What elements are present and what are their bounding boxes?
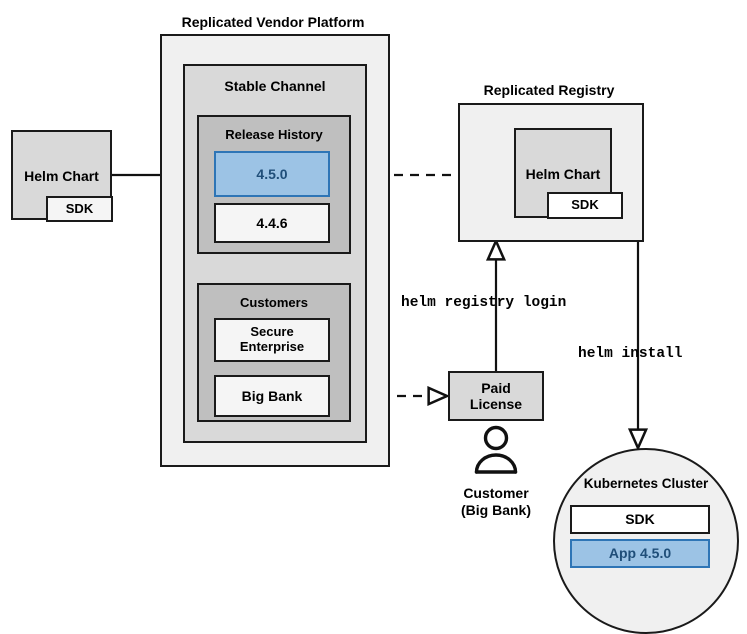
release-history-title: Release History — [225, 127, 323, 142]
customer-item-big-bank[interactable]: Big Bank — [214, 375, 330, 417]
cluster-item-label: SDK — [625, 511, 655, 528]
release-version-label: 4.4.6 — [256, 214, 288, 231]
source-helm-chart-label: Helm Chart — [24, 168, 99, 184]
command-helm-registry-login: helm registry login — [401, 295, 567, 311]
cluster-item-app: App 4.5.0 — [570, 539, 710, 568]
paid-license-label: Paid License — [469, 379, 523, 412]
platform-title: Replicated Vendor Platform — [181, 14, 365, 30]
customer-actor-name-line1: Customer — [463, 485, 529, 501]
command-helm-install: helm install — [578, 346, 683, 362]
cluster-item-sdk: SDK — [570, 505, 710, 534]
release-item-4-4-6[interactable]: 4.4.6 — [214, 203, 330, 243]
customer-name-label: Secure Enterprise — [239, 324, 305, 354]
release-item-4-5-0[interactable]: 4.5.0 — [214, 151, 330, 197]
customer-item-secure-enterprise[interactable]: Secure Enterprise — [214, 318, 330, 362]
kubernetes-cluster-title: Kubernetes Cluster — [583, 476, 709, 491]
cluster-item-label: App 4.5.0 — [608, 545, 672, 562]
customer-name-label: Big Bank — [241, 387, 303, 404]
stable-channel-title: Stable Channel — [224, 78, 326, 94]
release-version-label: 4.5.0 — [256, 165, 288, 182]
registry-sdk-box: SDK — [547, 192, 623, 219]
customers-title: Customers — [240, 295, 308, 310]
registry-helm-chart-label: Helm Chart — [525, 166, 601, 182]
source-sdk-box: SDK — [46, 196, 113, 222]
person-icon — [474, 425, 518, 474]
registry-sdk-label: SDK — [571, 197, 599, 213]
source-sdk-label: SDK — [65, 200, 94, 216]
paid-license-box: Paid License — [448, 371, 544, 421]
registry-title: Replicated Registry — [483, 82, 615, 98]
customer-actor-name-line2: (Big Bank) — [461, 502, 531, 518]
